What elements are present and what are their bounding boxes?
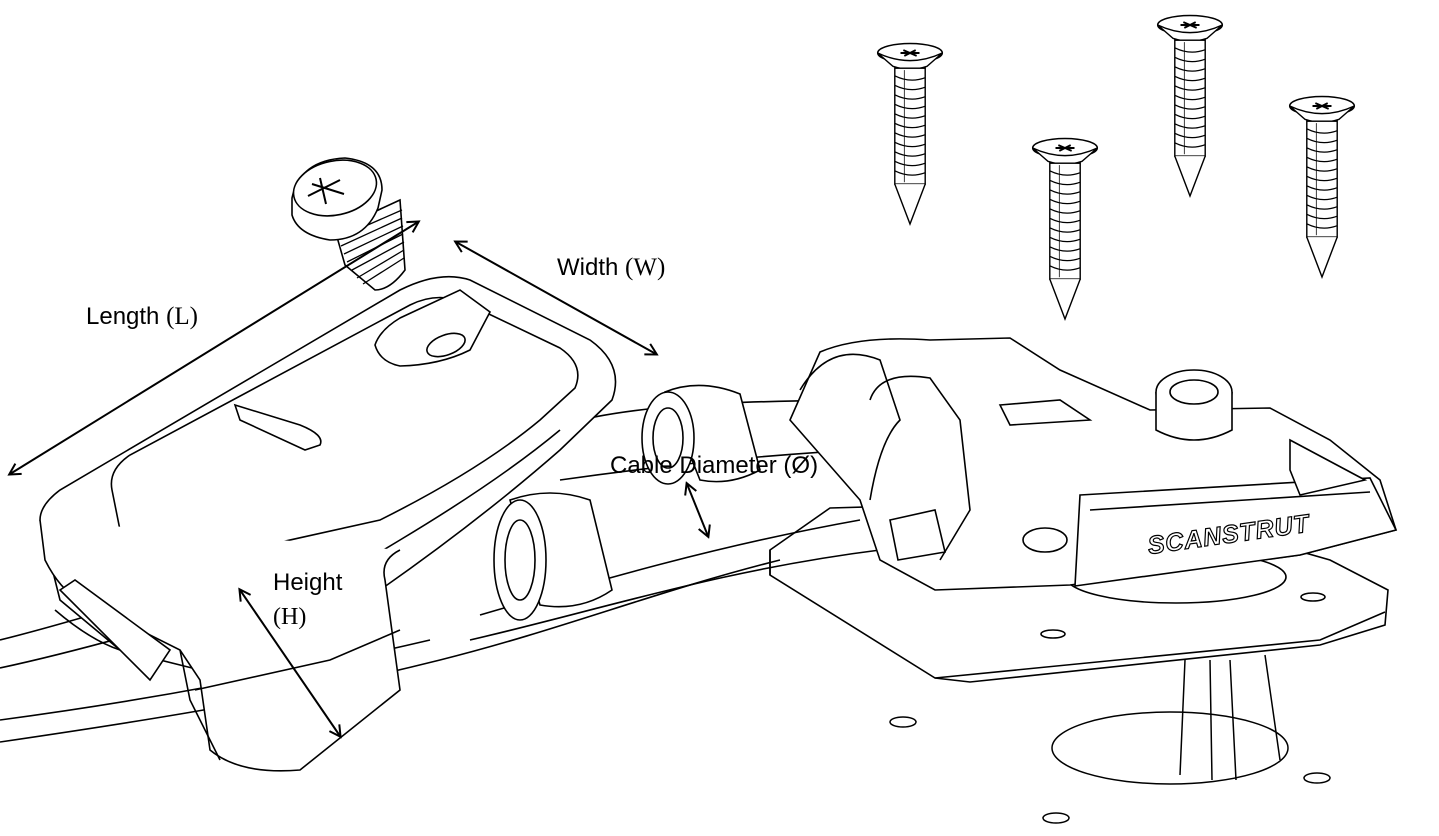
length-label: Length (L) (86, 303, 198, 331)
wood-screw-4 (1288, 95, 1356, 278)
wood-screw-1 (876, 42, 944, 225)
cable-diameter-label: Cable Diameter (Ø) (610, 452, 819, 479)
dimension-arrows (10, 222, 708, 736)
width-symbol: (W) (625, 254, 666, 281)
grommet-upper (641, 384, 761, 485)
length-arrow (10, 222, 418, 474)
height-arrow (240, 590, 340, 736)
grommet-lower (493, 492, 613, 621)
cable-diameter-arrow (687, 484, 708, 536)
height-label-word: Height (273, 569, 343, 596)
wood-screw-3 (1156, 14, 1224, 197)
length-word: Length (86, 303, 160, 330)
machine-screw (291, 157, 406, 291)
width-word: Width (557, 254, 619, 281)
height-label-symbol: (H) (273, 604, 307, 630)
width-label: Width (W) (557, 254, 665, 282)
width-arrow (456, 242, 656, 354)
cable-seal-housing (789, 337, 1398, 591)
deck-hole (889, 654, 1331, 824)
wood-screw-2 (1031, 137, 1099, 320)
length-symbol: (L) (166, 303, 198, 330)
